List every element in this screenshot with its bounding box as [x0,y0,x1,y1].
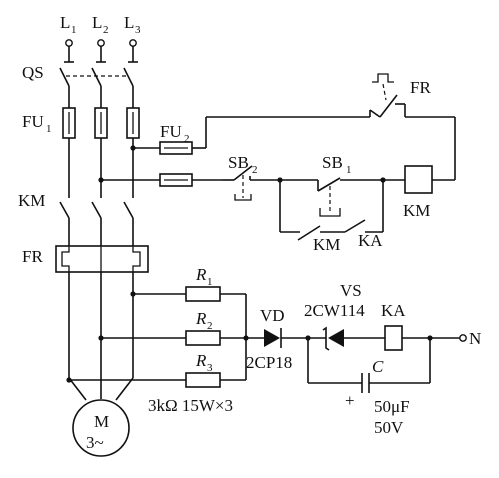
label-sb2-sub: 2 [252,164,258,176]
resistor-r1 [185,286,221,302]
label-c-voltage: 50V [374,418,404,437]
label-c-value: 50μF [374,397,410,416]
label-fr-contact: FR [410,78,431,97]
label-vd-part: 2CP18 [246,353,292,372]
supply-terminals [65,39,137,47]
fu2-fuses [159,141,193,187]
label-vs: VS [340,281,362,300]
label-resistor-spec: 3kΩ 15W×3 [148,396,233,415]
wire-upper-control [192,116,456,181]
label-l3: L [124,13,134,32]
terminal-l1 [65,39,73,47]
label-c-plus: + [345,391,355,410]
label-r1-sub: 1 [207,276,213,288]
label-fu2: FU [160,122,182,141]
label-l2-sub: 2 [103,24,109,36]
ka-coil [384,325,403,351]
label-ka-coil: KA [381,301,406,320]
label-km-coil: KM [403,201,430,220]
km-main-contacts [59,193,134,246]
km-coil [404,165,433,194]
label-sb1-sub: 1 [346,164,352,176]
label-fu1-sub: 1 [46,123,52,135]
phase-lines-lower [68,272,134,401]
label-r2: R [195,309,207,328]
zener-vs [308,326,385,351]
qs-switch [59,61,138,108]
resistor-r3 [185,372,221,388]
terminal-n [459,334,467,342]
phase-lines-mid [68,138,134,193]
label-c: C [372,357,384,376]
label-l3-sub: 3 [135,24,141,36]
resistor-network [69,286,247,388]
label-fu2-sub: 2 [184,133,190,145]
fr-nc-contact [369,73,406,118]
label-r3: R [195,351,207,370]
label-r3-sub: 3 [207,362,213,374]
label-l1: L [60,13,70,32]
label-l2: L [92,13,102,32]
label-qs: QS [22,63,44,82]
label-fr-heater: FR [22,247,43,266]
label-ka-contact: KA [358,231,383,250]
label-sb1: SB [322,153,343,172]
diode-vd [246,328,308,348]
label-vd: VD [260,306,285,325]
label-vs-part: 2CW114 [304,301,365,320]
label-sb2: SB [228,153,249,172]
terminal-l3 [129,39,137,47]
sb2-stop-button [222,165,280,201]
fr-heater-block [55,245,149,273]
label-n: N [469,329,481,348]
sb1-start-button [280,177,383,217]
label-r2-sub: 2 [207,320,213,332]
holding-contacts-branch [279,180,384,241]
phase-lines-upper [68,46,134,62]
fu1-fuses [62,107,140,139]
label-l1-sub: 1 [71,24,77,36]
resistor-r2 [185,330,221,346]
label-km-main: KM [18,191,45,210]
label-km-aux: KM [313,235,340,254]
capacitor-c [307,338,431,393]
label-motor-phase: 3~ [86,433,104,452]
label-motor-m: M [94,412,109,431]
label-fu1: FU [22,112,44,131]
terminal-l2 [97,39,105,47]
motor [72,399,130,457]
label-r1: R [195,265,207,284]
